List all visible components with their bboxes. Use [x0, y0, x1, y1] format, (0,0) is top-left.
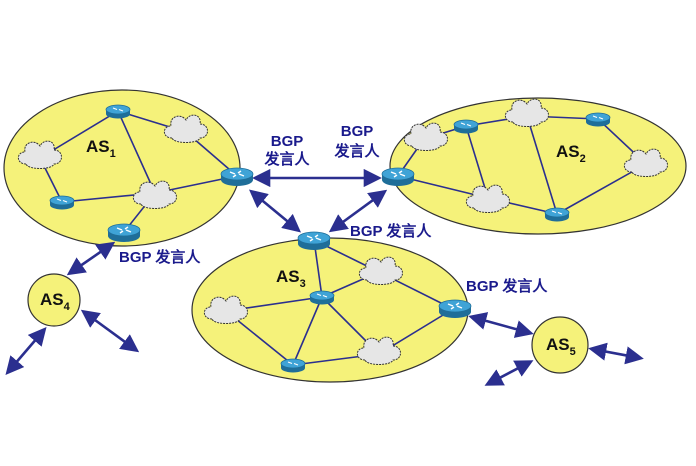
as4-label: AS4 [40, 290, 71, 313]
router-icon [220, 167, 254, 187]
bgp-speaker-label-as1: BGP [271, 133, 304, 150]
as5-label: AS5 [546, 335, 576, 358]
router-icon [297, 231, 331, 251]
bgp-speaker-label-as1-line2: 发言人 [263, 150, 310, 168]
as4-region: AS4 [27, 273, 81, 327]
as2-label: AS2 [556, 142, 586, 165]
double-arrow-icon [328, 189, 388, 233]
double-arrow-icon [248, 189, 302, 233]
double-arrow-icon [484, 360, 534, 386]
double-arrow-icon [66, 241, 116, 276]
double-arrow-icon [5, 327, 47, 375]
as2-region: AS2 [389, 97, 687, 235]
router-icon [309, 290, 335, 306]
router-icon [381, 167, 415, 187]
router-icon [585, 112, 611, 128]
as5-region: AS5 [531, 316, 589, 374]
as3-label: AS3 [276, 267, 306, 290]
router-icon [438, 299, 472, 319]
double-arrow-icon [588, 342, 644, 365]
as1-label: AS1 [86, 137, 116, 160]
bgp-speaker-label-as3-right: BGP 发言人 [466, 277, 548, 295]
double-arrow-icon [468, 312, 534, 338]
router-icon [280, 358, 306, 374]
bgp-speaker-label-as2-line2: 发言人 [333, 142, 380, 160]
router-icon [453, 119, 479, 135]
bgp-speaker-label-as3-top: BGP 发言人 [350, 222, 432, 240]
router-icon [105, 104, 131, 120]
bgp-speaker-label-as1-bottom: BGP 发言人 [119, 248, 201, 266]
as3-region: AS3 [191, 237, 469, 383]
router-icon [107, 223, 141, 243]
bgp-speaker-label-as2: BGP [341, 123, 374, 140]
router-icon [49, 195, 75, 211]
as1-region: AS1 [3, 89, 241, 247]
router-icon [544, 207, 570, 223]
double-arrow-icon [80, 309, 140, 353]
